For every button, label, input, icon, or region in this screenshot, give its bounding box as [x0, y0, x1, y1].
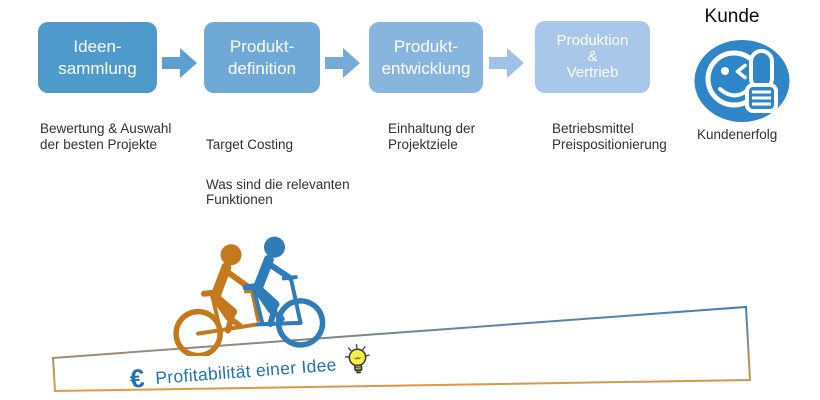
stage-label-1: Produkt- definition: [227, 36, 297, 78]
customer-title: Kunde: [704, 6, 760, 27]
stage-box-2: Produkt- entwicklung: [369, 22, 483, 93]
euro-symbol: €: [128, 362, 146, 394]
block-arrow-right-icon-0: [162, 48, 197, 78]
slope-caption: € Profitabilität einer Idee: [128, 335, 371, 394]
stage-box-0: Ideen- sammlung: [38, 22, 157, 93]
stage-box-3: Produktion & Vertrieb: [535, 21, 650, 93]
block-arrow-right-icon-1: [325, 48, 360, 78]
block-arrow-right-icon-2: [489, 48, 524, 78]
smiley-wink-thumbs-up-icon: [694, 40, 790, 122]
stage-description-3: Betriebsmittel Preispositionierung: [552, 121, 667, 152]
stage-label-3: Produktion & Vertrieb: [556, 32, 629, 81]
stage-label-0: Ideen- sammlung: [58, 36, 137, 78]
stage-label-2: Produkt- entwicklung: [381, 36, 471, 78]
stage-description-1-para-0: Target Costing: [206, 136, 294, 152]
stage-box-1: Produkt- definition: [204, 22, 320, 93]
stage-description-1: Target Costing Was sind die relevanten F…: [206, 121, 378, 223]
stage-description-2: Einhaltung der Projektziele: [388, 121, 476, 152]
tandem-bicycle-icon: [173, 236, 326, 356]
lightbulb-icon: [345, 344, 370, 374]
stage-description-1-para-1: Was sind die relevanten Funktionen: [206, 176, 350, 208]
stage-description-0: Bewertung & Auswahl der besten Projekte: [40, 121, 172, 152]
customer-caption: Kundenerfolg: [697, 127, 778, 142]
